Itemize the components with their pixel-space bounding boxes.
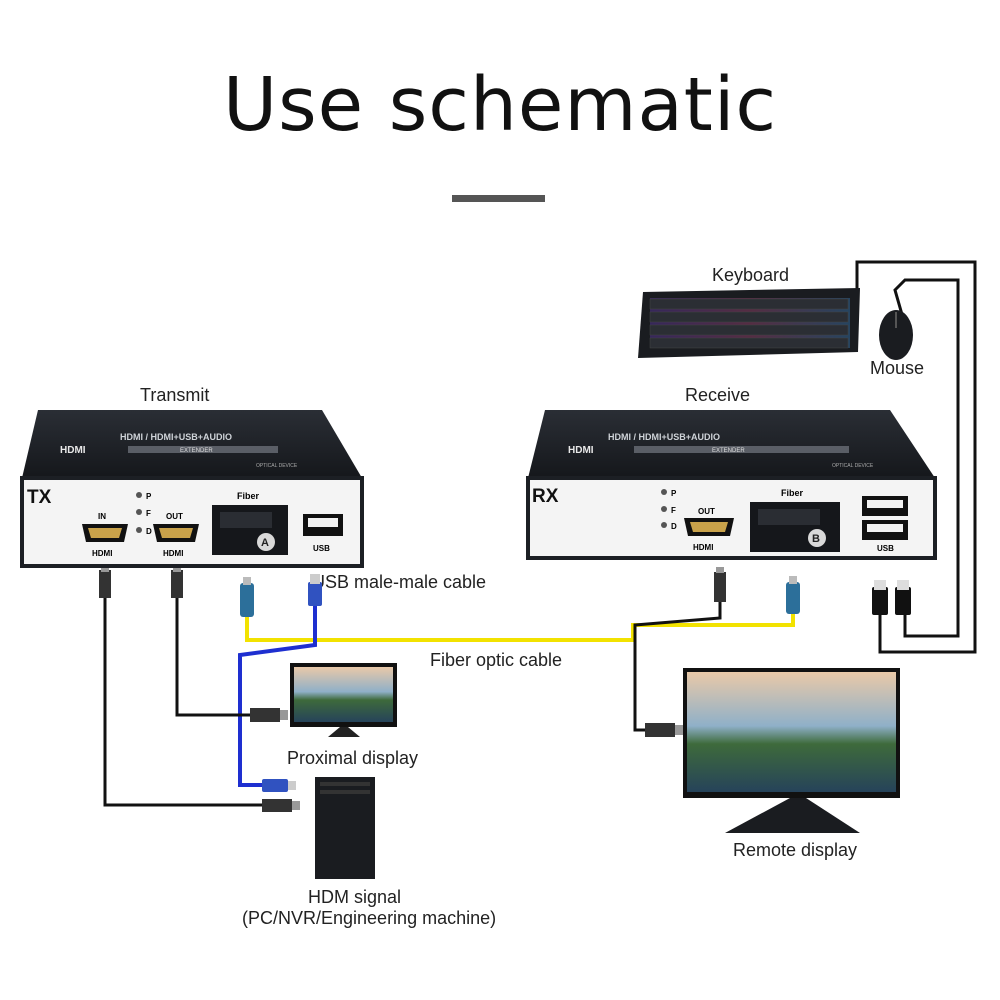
tx-out-label: OUT: [166, 512, 183, 521]
rx-out-label: OUT: [698, 507, 715, 516]
tx-led-d: D: [146, 527, 152, 536]
hdmi-cable-remote: [633, 600, 722, 732]
tx-sub: OPTICAL DEVICE: [256, 463, 298, 469]
keyboard-icon: [638, 288, 860, 358]
hdmi-plug-pc: [262, 799, 300, 812]
receive-caption: Receive: [685, 385, 751, 405]
hdmi-plug-tx-out: [171, 566, 183, 598]
rx-fiber-port: B: [812, 533, 820, 545]
rx-fiber-label: Fiber: [781, 488, 804, 498]
proximal-display-icon: [290, 663, 397, 737]
hdmi-plug-tx-in: [99, 566, 111, 598]
remote-display-icon: [683, 668, 900, 833]
rx-out-hdmi: HDMI: [693, 543, 713, 552]
source-label-line1: HDM signal: [308, 887, 402, 907]
pc-tower-icon: [315, 777, 375, 879]
transmitter-device: HDMI / HDMI+USB+AUDIO HDMI EXTENDER OPTI…: [20, 410, 364, 568]
page-title: Use schematic: [222, 62, 778, 148]
tx-in-hdmi: HDMI: [92, 549, 112, 558]
rx-sub: OPTICAL DEVICE: [832, 463, 874, 469]
hdmi-plug-rx-out: [714, 567, 726, 602]
rx-led-d: D: [671, 522, 677, 531]
source-label-line2: (PC/NVR/Engineering machine): [242, 908, 497, 928]
fiber-optic-cable: [245, 610, 795, 642]
mouse-cable: [893, 278, 960, 638]
tx-extender: EXTENDER: [180, 448, 213, 454]
tx-led-p: P: [146, 492, 152, 501]
usb-plug-pc: [262, 779, 296, 792]
rx-led-f: F: [671, 506, 676, 515]
tx-model-text: HDMI / HDMI+USB+AUDIO: [120, 432, 232, 442]
tx-fiber-label: Fiber: [237, 491, 260, 501]
fiber-plug-rx: [786, 576, 800, 614]
keyboard-cable: [855, 260, 977, 654]
fiber-cable-label: Fiber optic cable: [430, 650, 563, 670]
keyboard-label: Keyboard: [712, 265, 790, 285]
remote-display-label: Remote display: [733, 840, 858, 860]
usb-cable-label: USB male-male cable: [312, 572, 487, 592]
rx-model-text: HDMI / HDMI+USB+AUDIO: [608, 432, 720, 442]
rx-usb-label: USB: [877, 544, 894, 553]
mouse-icon: [879, 310, 913, 360]
hdmi-plug-proximal: [250, 708, 288, 722]
tx-in-label: IN: [98, 512, 106, 521]
fiber-plug-tx: [240, 577, 254, 617]
rx-brand: HDMI: [568, 445, 594, 456]
usb-plug-tx: [308, 574, 322, 606]
tx-code: TX: [27, 487, 52, 508]
tx-out-hdmi: HDMI: [163, 549, 183, 558]
transmit-caption: Transmit: [140, 385, 210, 405]
hdmi-cable-source: [103, 595, 262, 807]
hdmi-plug-remote: [645, 723, 683, 737]
hdmi-cable-proximal: [175, 595, 250, 717]
proximal-display-label: Proximal display: [287, 748, 419, 768]
rx-extender: EXTENDER: [712, 448, 745, 454]
rx-code: RX: [532, 486, 559, 507]
tx-fiber-port: A: [261, 537, 269, 549]
tx-usb-label: USB: [313, 544, 330, 553]
tx-brand: HDMI: [60, 445, 86, 456]
title-underline: [452, 195, 545, 202]
tx-led-f: F: [146, 509, 151, 518]
mouse-label: Mouse: [870, 358, 925, 378]
rx-led-p: P: [671, 489, 677, 498]
usb-plugs-rx: [872, 580, 911, 615]
receiver-device: HDMI / HDMI+USB+AUDIO HDMI EXTENDER OPTI…: [526, 410, 937, 560]
usb-cable: [238, 603, 317, 787]
